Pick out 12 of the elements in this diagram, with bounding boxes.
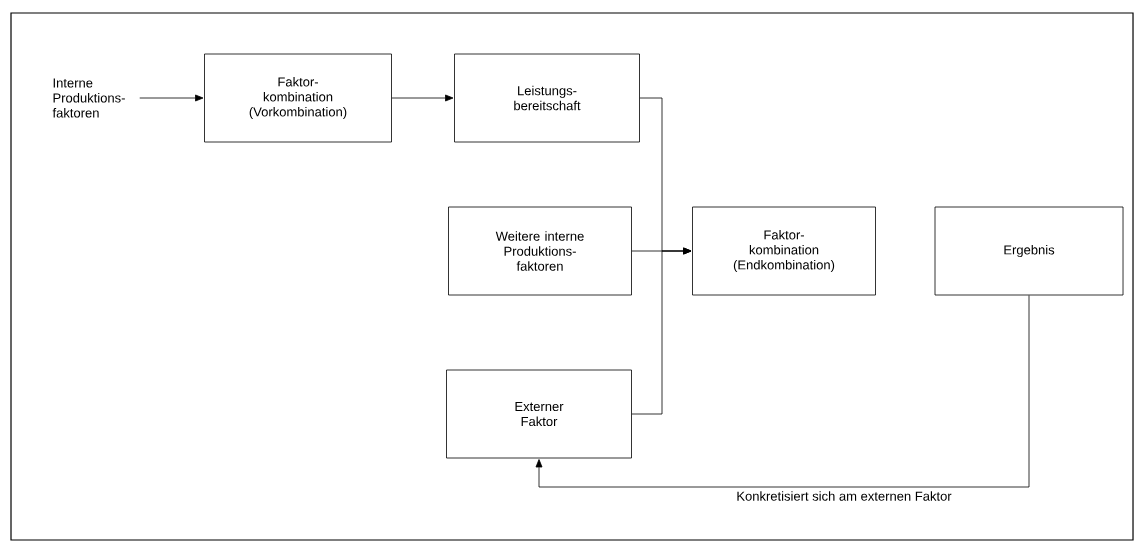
process-box: Leistungs- bereitschaft bbox=[454, 53, 640, 143]
process-box: Weitere interne Produktions- faktoren bbox=[448, 206, 632, 296]
process-box: Ergebnis bbox=[934, 206, 1124, 296]
process-box: Externer Faktor bbox=[446, 369, 632, 459]
process-box: Faktor- kombination (Vorkombination) bbox=[204, 53, 392, 143]
arrow bbox=[139, 94, 204, 102]
process-box: Faktor- kombination (Endkombination) bbox=[692, 206, 876, 296]
arrow bbox=[631, 247, 692, 415]
edge-label: Konkretisiert sich am externen Faktor bbox=[734, 489, 954, 503]
input-label: Interne Produktions- faktoren bbox=[52, 78, 125, 118]
arrow bbox=[391, 94, 454, 102]
arrow bbox=[535, 295, 1030, 488]
